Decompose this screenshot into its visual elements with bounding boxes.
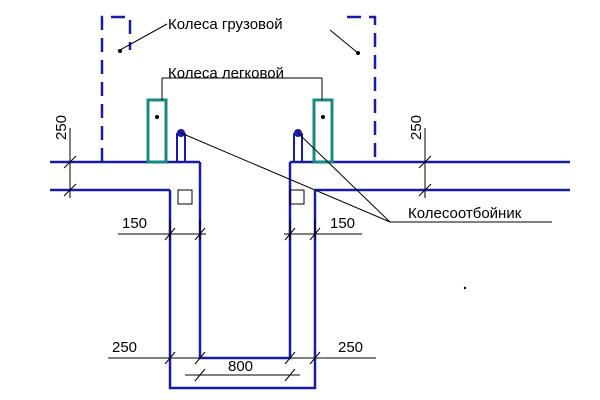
car-wheel-left	[146, 98, 168, 164]
svg-text:250: 250	[112, 339, 137, 356]
svg-text:800: 800	[228, 358, 253, 375]
pit-structure	[168, 162, 317, 390]
label-wheel-stop: Колесоотбойник	[408, 205, 522, 222]
svg-text:250: 250	[338, 339, 363, 356]
car-wheel-right	[312, 98, 334, 164]
anchor-box-right	[289, 189, 305, 205]
dim-pit-width: 800	[185, 358, 300, 382]
leader-car-wheels	[161, 77, 323, 100]
label-car-wheels: Колеса легковой	[168, 65, 284, 82]
dim-slab-left: 250	[53, 115, 77, 198]
truck-wheel-left	[100, 15, 132, 162]
dim-slab-right: 250	[408, 115, 432, 198]
truck-wheel-right	[347, 15, 377, 162]
dim-curb-right: 150	[284, 215, 362, 241]
slab-left	[50, 160, 200, 192]
anchor-box-left	[177, 189, 193, 205]
dim-wall-right: 250	[284, 339, 376, 365]
stray-dot	[463, 286, 467, 290]
label-truck-wheels: Колеса грузовой	[168, 16, 283, 33]
svg-text:250: 250	[53, 115, 70, 140]
leader-truck-wheels	[118, 23, 360, 55]
wheel-stop-right	[293, 129, 303, 163]
leader-wheel-stop	[180, 132, 552, 223]
svg-text:150: 150	[122, 215, 147, 232]
dim-curb-left: 150	[118, 215, 206, 241]
svg-text:150: 150	[330, 215, 355, 232]
svg-text:250: 250	[408, 115, 425, 140]
dim-wall-left: 250	[108, 339, 206, 365]
